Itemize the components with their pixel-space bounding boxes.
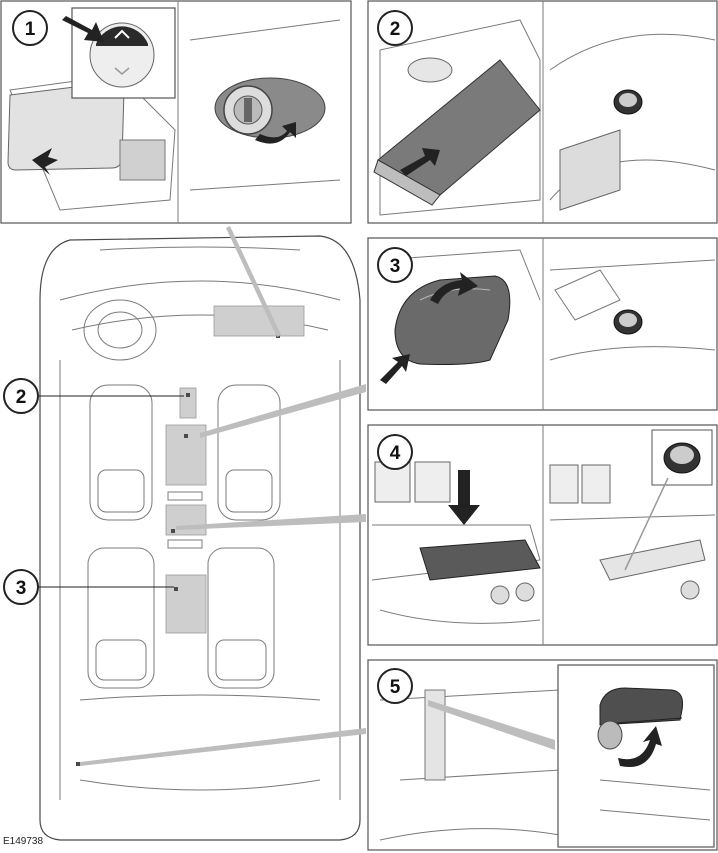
leader-panel-3 bbox=[200, 384, 366, 438]
leader-panel-5-inset bbox=[428, 700, 555, 750]
svg-text:3: 3 bbox=[16, 578, 27, 599]
vehicle-top-view bbox=[39, 235, 361, 841]
figure-id-label: E149738 bbox=[3, 836, 44, 847]
svg-text:2: 2 bbox=[390, 19, 401, 40]
panel-4-rear-console bbox=[367, 424, 718, 646]
panel-1-glovebox bbox=[0, 0, 352, 224]
callout-1: 1 bbox=[12, 10, 48, 46]
svg-text:2: 2 bbox=[16, 387, 27, 408]
callout-3: 3 bbox=[377, 247, 413, 283]
panel-3-armrest bbox=[367, 237, 718, 411]
svg-text:5: 5 bbox=[390, 677, 401, 698]
svg-text:1: 1 bbox=[25, 19, 36, 40]
panel-2-front-console bbox=[367, 0, 718, 224]
panel-5-load-space bbox=[367, 659, 718, 851]
callout-2: 2 bbox=[377, 10, 413, 46]
callout-5: 5 bbox=[377, 668, 413, 704]
callout-4: 4 bbox=[377, 434, 413, 470]
car-callout-2: 2 bbox=[3, 378, 39, 414]
svg-text:4: 4 bbox=[390, 443, 401, 464]
zone-rear-armrest bbox=[165, 574, 207, 634]
zone-glovebox bbox=[213, 305, 305, 337]
leader-panel-4 bbox=[176, 514, 366, 530]
zone-front-console bbox=[179, 387, 197, 419]
leader-panel-1 bbox=[226, 226, 281, 337]
car-callout-3: 3 bbox=[3, 569, 39, 605]
svg-text:3: 3 bbox=[390, 256, 401, 277]
leader-panel-5 bbox=[80, 728, 366, 766]
